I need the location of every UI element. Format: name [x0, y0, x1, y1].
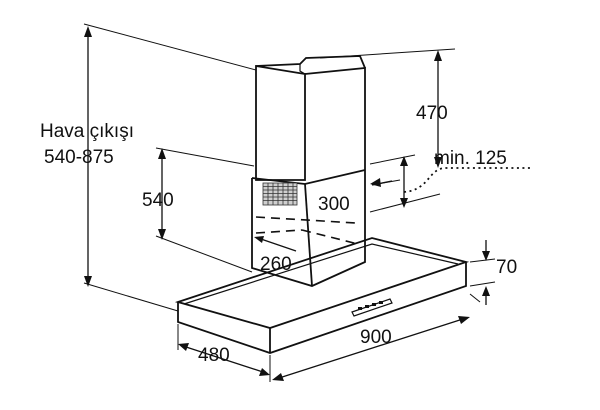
- vent-grille: [262, 182, 298, 206]
- lower-chimney: [251, 169, 366, 287]
- dim-air-outlet-height: [84, 26, 92, 287]
- label-260: 260: [260, 254, 292, 275]
- dimension-labels: Hava çıkışı 540-875 540 470 min. 125 300…: [40, 103, 517, 366]
- upper-chimney: [255, 55, 366, 181]
- air-outlet-range: 540-875: [44, 147, 114, 168]
- label-540: 540: [142, 190, 174, 211]
- hidden-edges: [255, 216, 359, 245]
- dim-min-overlap: [400, 156, 530, 208]
- dim-chimney-width: [370, 178, 393, 187]
- label-480: 480: [198, 345, 230, 366]
- label-300: 300: [318, 194, 350, 215]
- dim-upper-chimney-height: [434, 50, 442, 168]
- dim-canopy-thickness: [482, 240, 490, 305]
- air-outlet-title: Hava çıkışı: [40, 121, 134, 142]
- label-900: 900: [360, 327, 392, 348]
- hood-canopy: [174, 237, 470, 354]
- dim-hood-width: [272, 316, 470, 381]
- label-min-125: min. 125: [434, 148, 507, 169]
- control-panel: [351, 298, 393, 317]
- dim-hood-depth: [178, 343, 270, 376]
- label-70: 70: [496, 257, 517, 278]
- label-470: 470: [416, 103, 448, 124]
- dim-chimney-depth: [254, 236, 297, 252]
- dim-lower-chimney-height: [158, 148, 166, 240]
